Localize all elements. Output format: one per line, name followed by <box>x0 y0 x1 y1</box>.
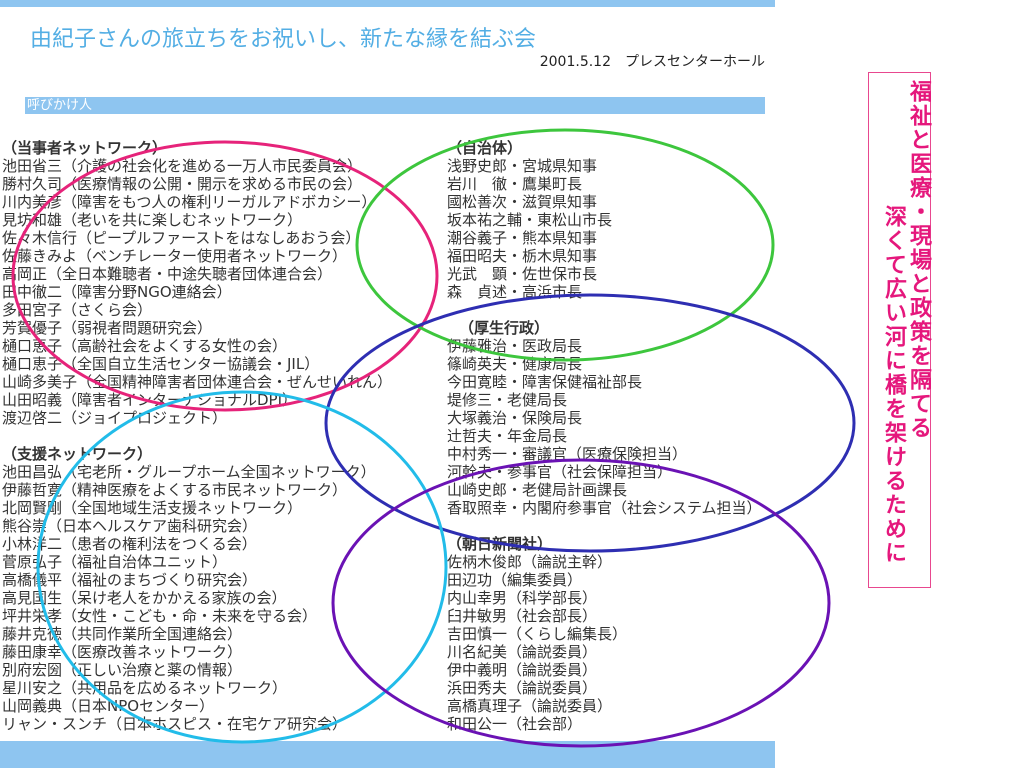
member-entry: 佐藤きみよ（ベンチレーター使用者ネットワーク） <box>2 247 348 265</box>
member-entry: 多田宮子（さくら会） <box>2 301 153 319</box>
member-entry: リャン・スンチ（日本ホスピス・在宅ケア研究会） <box>2 715 348 733</box>
member-entry: 見坊和雄（老いを共に楽しむネットワーク） <box>2 211 303 229</box>
top-header-bar <box>0 0 775 7</box>
member-entry: 藤田康幸（医療改善ネットワーク） <box>2 643 243 661</box>
slogan-line-2: 深くて広い河に橋を架けるために <box>881 205 906 565</box>
member-entry: 坂本祐之輔・東松山市長 <box>447 211 613 229</box>
member-entry: 熊谷崇（日本ヘルスケア歯科研究会） <box>2 517 258 535</box>
member-entry: 菅原弘子（福祉自治体ユニット） <box>2 553 228 571</box>
member-entry: 渡辺啓二（ジョイプロジェクト） <box>2 409 228 427</box>
member-entry: 潮谷義子・熊本県知事 <box>447 229 598 247</box>
member-entry: 樋口恵子（高齢社会をよくする女性の会） <box>2 337 288 355</box>
left-column: （当事者ネットワーク）池田省三（介護の社会化を進める一万人市民委員会）勝村久司（… <box>2 139 442 739</box>
member-entry: 樋口恵子（全国自立生活センター協議会・JIL） <box>2 355 320 373</box>
member-entry: 大塚義治・保険局長 <box>447 409 583 427</box>
member-entry: 坪井栄孝（女性・こども・命・未来を守る会） <box>2 607 318 625</box>
member-entry: 河幹夫・参事官（社会保障担当） <box>447 463 673 481</box>
member-entry: 勝村久司（医療情報の公開・開示を求める市民の会） <box>2 175 363 193</box>
member-entry: 山岡義典（日本NPOセンター） <box>2 697 215 715</box>
member-entry: 芳賀優子（弱視者問題研究会） <box>2 319 213 337</box>
member-entry: 別府宏圀（正しい治療と薬の情報） <box>2 661 243 679</box>
member-entry: 田辺功（編集委員） <box>447 571 583 589</box>
member-entry: 國松善次・滋賀県知事 <box>447 193 598 211</box>
member-entry: 吉田慎一（くらし編集長） <box>447 625 628 643</box>
member-entry: 高橋儀平（福祉のまちづくり研究会） <box>2 571 258 589</box>
member-entry: 山田昭義（障害者インターナショナルDPI） <box>2 391 298 409</box>
member-entry: 辻哲夫・年金局長 <box>447 427 568 445</box>
slogan-box: 福祉と医療・現場と政策を隔てる 深くて広い河に橋を架けるために <box>868 72 931 588</box>
right-column: （自治体）浅野史郎・宮城県知事岩川 徹・鷹巣町長國松善次・滋賀県知事坂本祐之輔・… <box>447 139 769 739</box>
member-group: （自治体）浅野史郎・宮城県知事岩川 徹・鷹巣町長國松善次・滋賀県知事坂本祐之輔・… <box>447 139 769 301</box>
group-heading: （厚生行政） <box>459 319 550 337</box>
member-entry: 小林洋二（患者の権利法をつくる会） <box>2 535 257 553</box>
section-label: 呼びかけ人 <box>27 98 93 113</box>
member-group: （当事者ネットワーク）池田省三（介護の社会化を進める一万人市民委員会）勝村久司（… <box>2 139 442 427</box>
member-entry: 伊藤哲寛（精神医療をよくする市民ネットワーク） <box>2 481 348 499</box>
member-entry: 川名紀美（論説委員） <box>447 643 598 661</box>
member-entry: 堤修三・老健局長 <box>447 391 568 409</box>
member-group: （朝日新聞社）佐柄木俊郎（論説主幹）田辺功（編集委員）内山幸男（科学部長）臼井敏… <box>447 535 769 733</box>
page-title: 由紀子さんの旅立ちをお祝いし、新たな縁を結ぶ会 <box>30 27 537 52</box>
member-entry: 岩川 徹・鷹巣町長 <box>447 175 583 193</box>
member-entry: 佐柄木俊郎（論説主幹） <box>447 553 613 571</box>
slogan-line-1: 福祉と医療・現場と政策を隔てる <box>906 80 931 440</box>
member-entry: 藤井克徳（共同作業所全国連絡会） <box>2 625 243 643</box>
member-entry: 池田昌弘（宅老所・グループホーム全国ネットワーク） <box>2 463 376 481</box>
member-entry: 高橋真理子（論説委員） <box>447 697 613 715</box>
member-entry: 中村秀一・審議官（医療保険担当） <box>447 445 688 463</box>
event-date-venue: 2001.5.12 プレスセンターホール <box>539 54 765 70</box>
member-entry: 今田寛睦・障害保健福祉部長 <box>447 373 643 391</box>
member-entry: 伊藤雅治・医政局長 <box>447 337 583 355</box>
member-entry: 浜田秀夫（論説委員） <box>447 679 598 697</box>
member-entry: 高岡正（全日本難聴者・中途失聴者団体連合会） <box>2 265 333 283</box>
member-entry: 福田昭夫・栃木県知事 <box>447 247 598 265</box>
member-entry: 山崎多美子（全国精神障害者団体連合会・ぜんせいれん） <box>2 373 393 391</box>
member-entry: 篠崎英夫・健康局長 <box>447 355 583 373</box>
member-entry: 田中徹二（障害分野NGO連絡会） <box>2 283 232 301</box>
group-heading: （自治体） <box>447 139 523 157</box>
member-entry: 和田公一（社会部） <box>447 715 583 733</box>
group-heading: （朝日新聞社） <box>447 535 553 553</box>
member-group: （支援ネットワーク）池田昌弘（宅老所・グループホーム全国ネットワーク）伊藤哲寛（… <box>2 445 442 733</box>
member-entry: 臼井敏男（社会部長） <box>447 607 598 625</box>
member-entry: 香取照幸・内閣府参事官（社会システム担当） <box>447 499 762 517</box>
group-heading: （支援ネットワーク） <box>2 445 153 463</box>
section-header-bar: 呼びかけ人 <box>25 97 765 114</box>
member-entry: 光武 顕・佐世保市長 <box>447 265 598 283</box>
member-entry: 森 貞述・高浜市長 <box>447 283 583 301</box>
member-entry: 高見国生（呆け老人をかかえる家族の会） <box>2 589 287 607</box>
bottom-footer-bar <box>0 741 775 768</box>
member-entry: 星川安之（共用品を広めるネットワーク） <box>2 679 288 697</box>
member-entry: 北岡賢剛（全国地域生活支援ネットワーク） <box>2 499 303 517</box>
group-heading: （当事者ネットワーク） <box>2 139 168 157</box>
member-group: （厚生行政）伊藤雅治・医政局長篠崎英夫・健康局長今田寛睦・障害保健福祉部長堤修三… <box>447 319 769 517</box>
member-entry: 内山幸男（科学部長） <box>447 589 598 607</box>
member-entry: 川内美彦（障害をもつ人の権利リーガルアドボカシー） <box>2 193 377 211</box>
member-entry: 山崎史郎・老健局計画課長 <box>447 481 628 499</box>
member-entry: 佐々木信行（ピープルファーストをはなしあおう会） <box>2 229 361 247</box>
member-entry: 池田省三（介護の社会化を進める一万人市民委員会） <box>2 157 363 175</box>
member-entry: 伊中義明（論説委員） <box>447 661 598 679</box>
member-entry: 浅野史郎・宮城県知事 <box>447 157 598 175</box>
